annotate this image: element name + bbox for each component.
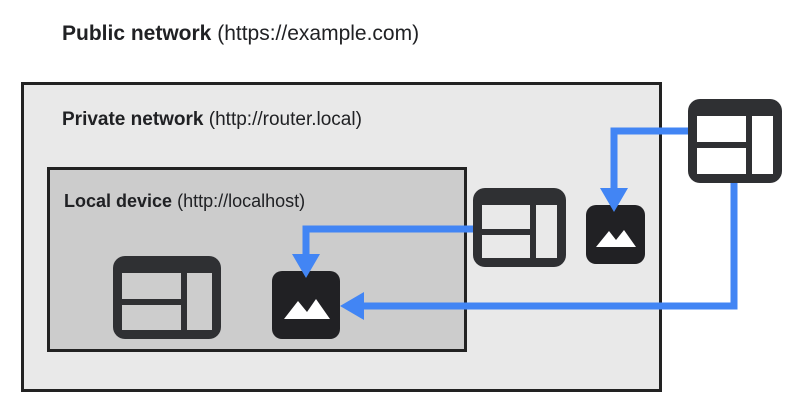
mountain-photo-glyph (596, 230, 636, 247)
private-network-window-icon (473, 188, 566, 267)
window-icon-pane-side (751, 116, 773, 174)
private-network-name: Private network (62, 109, 204, 130)
window-icon-right-column (751, 116, 773, 174)
public-network-url: (https://example.com) (217, 22, 420, 45)
local-device-image-icon (272, 271, 340, 339)
local-device-window-icon (113, 256, 221, 339)
local-device-url: (http://localhost) (177, 191, 306, 211)
window-icon-left-column (122, 273, 181, 330)
window-icon-pane-bottom (697, 148, 746, 174)
window-icon-pane-top (482, 205, 530, 229)
window-icon-pane-bottom (122, 304, 181, 330)
local-device-label: Local device (http://localhost) (64, 192, 305, 210)
window-icon-right-column (186, 273, 212, 330)
local-device-name: Local device (64, 191, 173, 211)
public-network-window-icon (688, 99, 782, 183)
window-icon-right-column (536, 205, 557, 258)
window-icon-pane-bottom (482, 234, 530, 258)
window-icon-left-column (697, 116, 746, 174)
private-network-url: (http://router.local) (208, 109, 362, 130)
public-network-name: Public network (62, 22, 212, 45)
window-icon-pane-top (122, 273, 181, 299)
window-icon-left-column (482, 205, 530, 258)
window-icon-pane-top (697, 116, 746, 142)
mountain-photo-glyph (284, 299, 330, 319)
private-network-image-icon (586, 205, 645, 264)
public-network-label: Public network (https://example.com) (62, 23, 419, 44)
window-icon-pane-side (536, 205, 557, 258)
window-icon-pane-side (186, 273, 212, 330)
private-network-label: Private network (http://router.local) (62, 110, 362, 129)
